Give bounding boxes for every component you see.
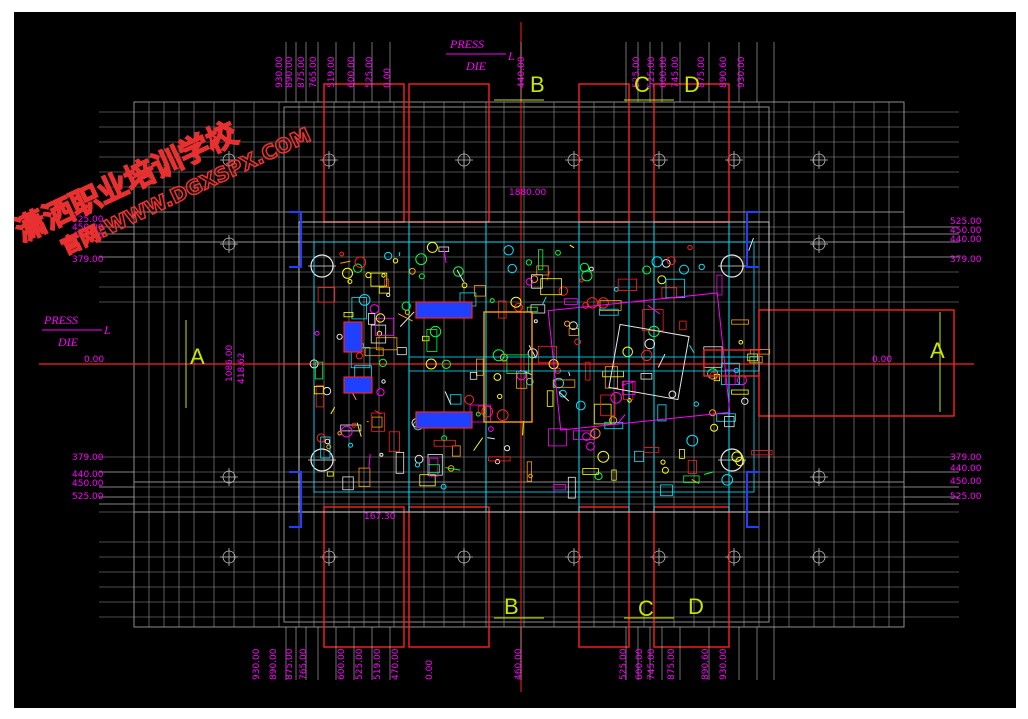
guide-post-holes xyxy=(220,151,828,566)
section-b-top: B xyxy=(530,72,545,97)
bottom-dim-6: 519.00 xyxy=(373,648,383,680)
left-dim-5: 379.00 xyxy=(72,453,104,463)
top-dim-7: 0.00 xyxy=(383,68,393,88)
dim-center-left: 0.00 xyxy=(84,355,104,365)
bottom-dim-13: 875.00 xyxy=(667,648,677,680)
bottom-dim-0: 930.00 xyxy=(252,648,262,680)
left-dim-3: 379.00 xyxy=(72,255,104,265)
right-dim-2: 440.00 xyxy=(950,235,982,245)
left-dim-8: 525.00 xyxy=(72,492,104,502)
press-text-left: PRESS xyxy=(43,313,78,327)
bottom-dim-5: 525.00 xyxy=(355,648,365,680)
top-dim-0: 930.00 xyxy=(275,56,285,88)
die-components xyxy=(309,237,773,499)
working-area xyxy=(298,221,770,513)
top-dim-14: 890.60 xyxy=(719,56,729,88)
section-a-left: A xyxy=(190,344,205,369)
left-dimensions: 525.00450.00440.00379.00379.00440.00450.… xyxy=(72,215,104,502)
bottom-dim-2: 875.00 xyxy=(285,648,295,680)
right-dim-6: 440.00 xyxy=(950,464,982,474)
top-dim-3: 765.00 xyxy=(309,56,319,88)
bottom-dim-10: 525.00 xyxy=(619,648,629,680)
section-markers: A A B B C C D D xyxy=(185,72,945,621)
centerline-symbol: L xyxy=(507,49,515,63)
top-dim-5: 600.00 xyxy=(347,56,357,88)
die-text: DIE xyxy=(465,59,487,73)
left-dim-1: 450.00 xyxy=(72,223,104,233)
press-label-top: PRESS DIE L xyxy=(446,37,515,73)
bottom-dim-8: 0.00 xyxy=(425,660,435,680)
dim-height-a-label: 1086.00 xyxy=(225,345,235,382)
top-dim-12: 745.00 xyxy=(671,56,681,88)
dim-height-b-label: 418.62 xyxy=(237,353,247,385)
section-d-bottom: D xyxy=(688,594,704,619)
left-dim-2: 440.00 xyxy=(72,231,104,241)
section-b-bottom: B xyxy=(504,594,519,619)
section-bands xyxy=(323,83,955,648)
bottom-dim-7: 470.00 xyxy=(391,648,401,680)
left-dim-7: 450.00 xyxy=(72,479,104,489)
top-dim-15: 930.00 xyxy=(737,56,747,88)
bottom-dim-11: 600.00 xyxy=(635,648,645,680)
right-dim-5: 379.00 xyxy=(950,453,982,463)
dim-center-right: 0.00 xyxy=(872,355,892,365)
bottom-dim-14: 890.60 xyxy=(701,648,711,680)
section-d-top: D xyxy=(684,72,700,97)
press-label-left: PRESS DIE L xyxy=(42,313,111,349)
bottom-dim-3: 765.00 xyxy=(299,648,309,680)
bottom-dim-15: 930.00 xyxy=(719,648,729,680)
top-dim-1: 890.00 xyxy=(285,56,295,88)
press-text: PRESS xyxy=(449,37,484,51)
right-dim-1: 450.00 xyxy=(950,226,982,236)
section-a-right: A xyxy=(930,338,945,363)
right-dim-0: 525.00 xyxy=(950,217,982,227)
dim-small-label: 167.30 xyxy=(364,512,396,522)
right-dim-3: 379.00 xyxy=(950,255,982,265)
left-dim-6: 440.00 xyxy=(72,470,104,480)
section-c-bottom: C xyxy=(638,596,654,621)
bottom-dim-4: 600.00 xyxy=(337,648,347,680)
right-dim-8: 525.00 xyxy=(950,492,982,502)
dim-width-label: 1880.00 xyxy=(509,188,546,198)
clamp-brackets xyxy=(289,211,759,528)
bottom-dimensions: 930.00 890.00 875.00 765.00 600.00 525.00 519.… xyxy=(252,648,729,680)
top-dim-8: 440.00 xyxy=(517,56,527,88)
section-c-top: C xyxy=(634,72,650,97)
dimension-ticks xyxy=(99,42,959,680)
top-dim-2: 875.00 xyxy=(297,56,307,88)
left-dim-0: 525.00 xyxy=(72,215,104,225)
right-dimensions: 525.00450.00440.00379.00379.00440.00450.… xyxy=(950,217,982,502)
top-dim-10: 525.00 xyxy=(647,56,657,88)
die-text-left: DIE xyxy=(57,335,79,349)
top-dim-6: 525.00 xyxy=(365,56,375,88)
top-dim-4: 519.00 xyxy=(327,56,337,88)
bottom-dim-9: 460.00 xyxy=(514,648,524,680)
top-dim-13: 875.00 xyxy=(697,56,707,88)
top-dim-11: 600.00 xyxy=(659,56,669,88)
bottom-dim-1: 890.00 xyxy=(269,648,279,680)
bottom-dim-12: 745.00 xyxy=(647,648,657,680)
centerline-symbol-left: L xyxy=(103,323,111,337)
top-dim-9: 525.00 xyxy=(632,56,642,88)
right-dim-7: 450.00 xyxy=(950,477,982,487)
